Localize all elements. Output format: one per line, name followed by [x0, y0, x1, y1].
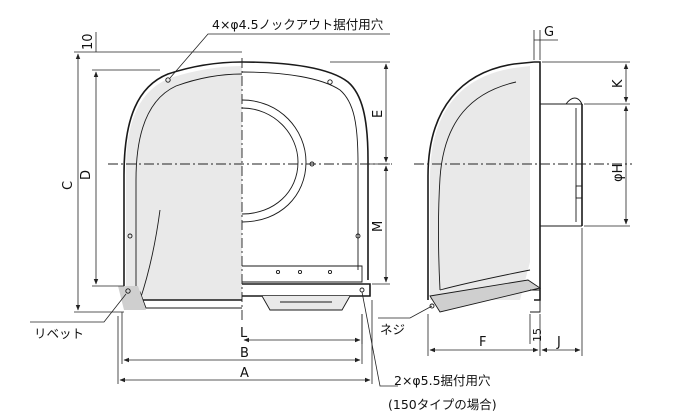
side-louvre: [430, 280, 540, 312]
duct-opening: [241, 99, 307, 223]
label-F: F: [479, 335, 486, 350]
label-A: A: [240, 366, 249, 381]
label-15: 15: [531, 328, 544, 342]
side-lower-curve: [439, 269, 531, 291]
front-view: [108, 58, 392, 322]
side-inner-outline: [438, 81, 517, 291]
screw-lower-2: [297, 269, 303, 275]
label-B: B: [240, 346, 249, 361]
knockout-hole-1: [165, 77, 171, 83]
hood-inner-outline-right: [241, 71, 359, 270]
side-wall-plate: [534, 61, 541, 301]
label-screw: ネジ: [380, 322, 405, 337]
rivet-point: [125, 288, 131, 294]
leader-screw: [378, 305, 433, 319]
knockout-hole-3: [127, 233, 133, 239]
leader-mount: [361, 291, 398, 387]
side-view: [414, 61, 632, 313]
hood-skirt: [139, 209, 161, 301]
leader-rivet: [30, 293, 127, 323]
knockout-hole-4: [355, 233, 361, 239]
label-J: J: [556, 335, 561, 350]
note-knockout: 4×φ4.5ノックアウト据付用穴: [212, 17, 384, 32]
label-H: φH: [611, 164, 626, 182]
label-K: K: [611, 79, 626, 88]
rivet-bracket: [118, 286, 146, 310]
labels: 4×φ4.5ノックアウト据付用穴 リベット ネジ 2×φ5.5据付用穴 (150…: [34, 17, 626, 412]
side-louvre-outline: [429, 279, 542, 313]
label-L: L: [240, 326, 248, 341]
note-mount-sub: (150タイプの場合): [388, 397, 497, 412]
screw-lower: [275, 269, 281, 275]
screw-lower-3: [327, 269, 333, 275]
side-screw: [429, 303, 435, 309]
base-vent: [262, 296, 350, 310]
side-duct-hook: [565, 97, 583, 105]
label-C: C: [61, 181, 76, 190]
label-E: E: [371, 110, 386, 118]
mount-box: [242, 265, 363, 283]
hood-outer-outline: [123, 61, 243, 300]
hood-outer-outline-right: [241, 61, 369, 280]
label-G: G: [544, 25, 554, 40]
hood-inner-outline: [135, 73, 243, 298]
knockout-hole-2: [327, 79, 333, 85]
side-foot: [530, 289, 541, 313]
dimensions: [30, 30, 630, 387]
base-vent-outline: [261, 295, 351, 311]
side-duct-clip: [575, 185, 583, 199]
label-10: 10: [81, 33, 96, 50]
hood-left-shading: [126, 66, 242, 300]
side-shading: [430, 66, 530, 300]
duct-opening-inner: [241, 107, 299, 215]
label-rivet: リベット: [34, 326, 84, 341]
label-D: D: [79, 170, 94, 180]
note-mount: 2×φ5.5据付用穴: [394, 373, 491, 388]
label-M: M: [371, 221, 386, 232]
side-outer-outline: [427, 61, 535, 300]
base-plate: [242, 283, 371, 297]
leader-knockout: [169, 33, 390, 79]
mount-hole-right: [359, 287, 365, 293]
